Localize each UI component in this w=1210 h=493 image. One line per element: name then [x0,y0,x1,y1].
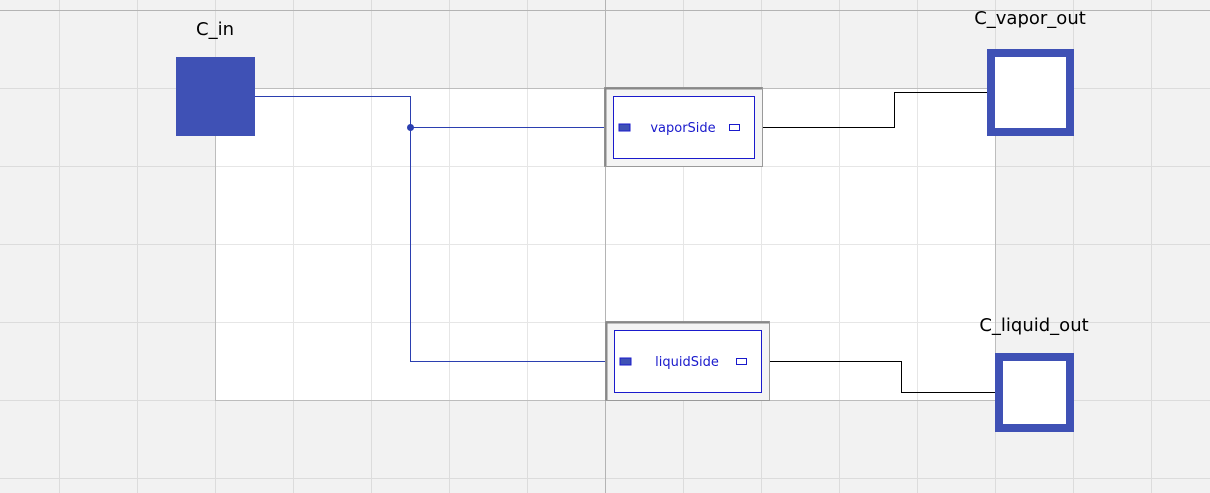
wire-junction-to-liquid[interactable] [410,127,621,362]
block-liquid-side-label: liquidSide [655,355,719,370]
port-vapor-in[interactable] [618,123,631,132]
port-vapor-out[interactable] [729,124,740,131]
port-liquid-in[interactable] [619,357,632,366]
connector-c-in[interactable] [176,57,255,136]
block-vapor-side-label: vaporSide [650,121,715,136]
block-vapor-side[interactable]: vaporSide [604,87,763,167]
wire-junction-dot [407,124,414,131]
connector-c-liquid-out-label: C_liquid_out [979,315,1089,336]
wires-output[interactable] [740,92,996,393]
wire-cin-to-junction[interactable] [255,96,411,128]
connector-c-in-label: C_in [196,19,234,40]
wire-vapor-to-out[interactable] [740,92,988,128]
wire-liquid-to-out[interactable] [747,361,996,393]
connector-c-vapor-out-label: C_vapor_out [974,8,1086,29]
connector-c-liquid-out[interactable] [995,353,1074,432]
port-liquid-out[interactable] [736,358,747,365]
wires-input[interactable] [255,96,621,362]
block-liquid-side[interactable]: liquidSide [605,321,770,401]
connector-c-vapor-out[interactable] [987,49,1074,136]
